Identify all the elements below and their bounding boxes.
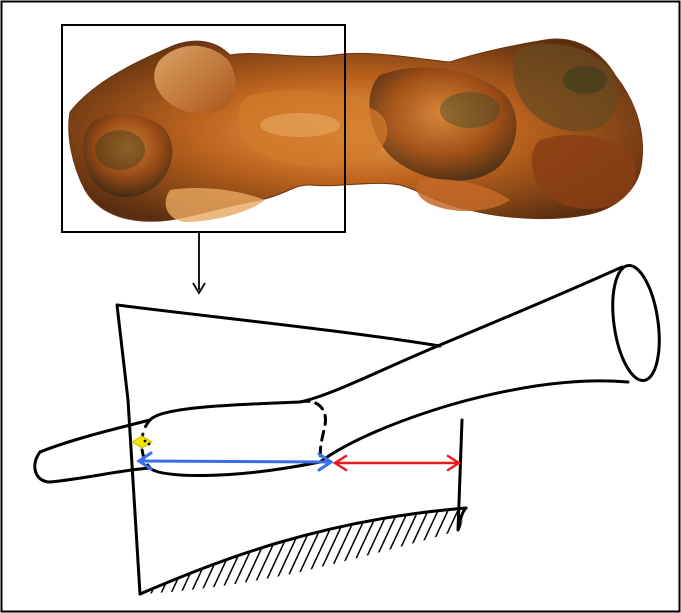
flange-top-edge: [117, 305, 440, 346]
tube-opening: [606, 263, 666, 384]
flange-left-edge: [117, 305, 140, 594]
dashed-boundary: [300, 401, 326, 462]
connector-arrow: [193, 233, 205, 293]
yellow-arrow: [132, 436, 152, 448]
hatched-region: [140, 508, 466, 594]
tube-top-edge: [150, 267, 622, 420]
schematic-drawing: [35, 263, 666, 594]
specimen-photo: [69, 39, 643, 222]
blue-arrow: [139, 453, 331, 470]
tube-left-top: [40, 420, 150, 452]
flange-right-edge: [458, 420, 466, 530]
red-arrow: [335, 456, 459, 470]
